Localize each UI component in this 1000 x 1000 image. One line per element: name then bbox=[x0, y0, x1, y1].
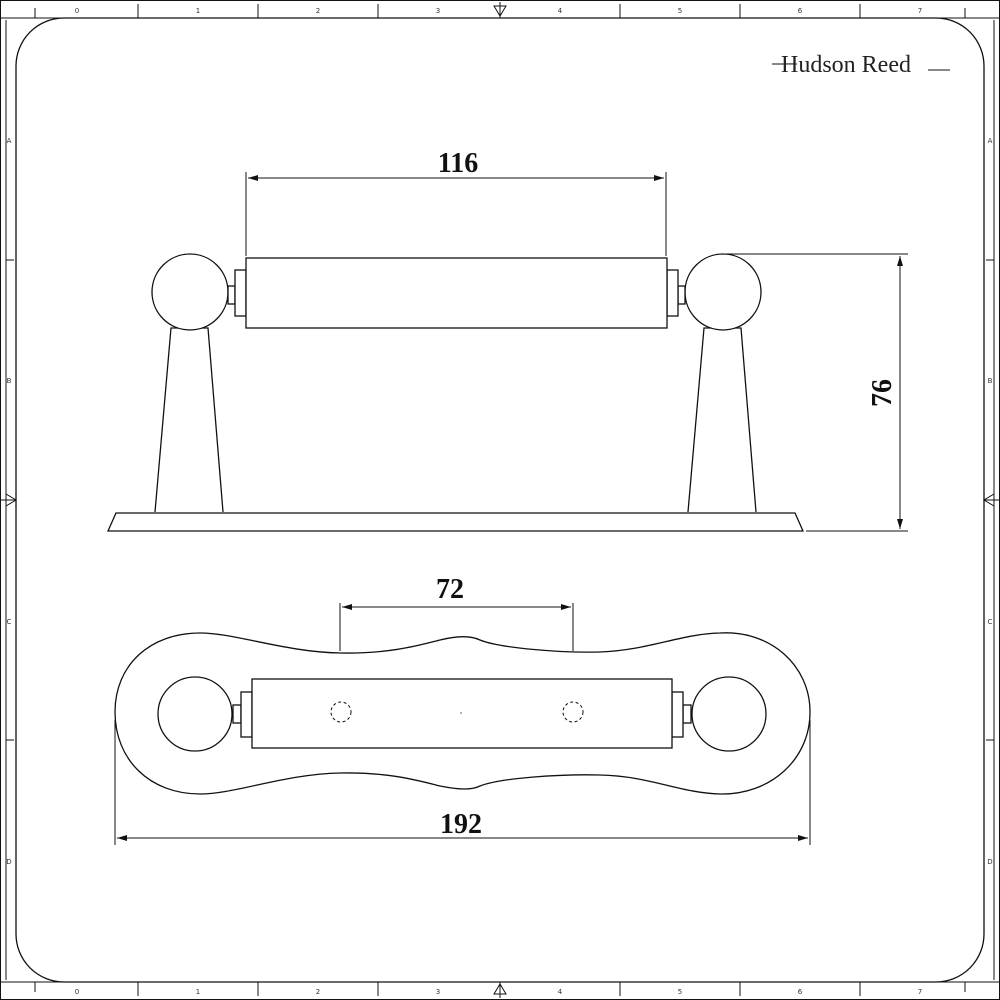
top-view: 72 192 bbox=[114, 574, 811, 845]
left-row-b: B bbox=[7, 377, 12, 385]
bottom-col-4: 4 bbox=[558, 988, 563, 996]
left-row-c: C bbox=[7, 618, 12, 626]
bottom-col-6: 6 bbox=[798, 988, 803, 996]
left-ball bbox=[151, 253, 229, 331]
dim-label-192: 192 bbox=[440, 809, 482, 840]
top-col-5: 5 bbox=[678, 7, 682, 15]
bottom-ruler: 0 1 2 3 4 5 6 7 bbox=[34, 982, 966, 998]
dim-label-116: 116 bbox=[438, 148, 478, 179]
left-row-a: A bbox=[7, 137, 12, 145]
right-ball bbox=[684, 253, 762, 331]
dim-label-76: 76 bbox=[867, 379, 898, 407]
left-fixing-hole bbox=[330, 701, 352, 723]
brand-name: Hudson Reed bbox=[781, 52, 911, 78]
top-col-1: 1 bbox=[196, 7, 200, 15]
side-bar bbox=[245, 257, 668, 329]
top-col-4: 4 bbox=[558, 7, 563, 15]
left-post bbox=[154, 327, 224, 513]
right-post bbox=[687, 327, 757, 513]
right-ruler: A B C D bbox=[983, 20, 1000, 980]
center-mark bbox=[460, 712, 462, 714]
dim-192: 192 bbox=[114, 720, 811, 845]
top-bar bbox=[251, 678, 673, 749]
right-row-b: B bbox=[988, 377, 993, 385]
bottom-col-1: 1 bbox=[196, 988, 200, 996]
rounded-border bbox=[15, 17, 985, 983]
top-ruler: 0 1 2 3 4 5 6 7 bbox=[34, 2, 966, 18]
right-row-d: D bbox=[987, 858, 992, 866]
top-col-6: 6 bbox=[798, 7, 803, 15]
top-col-7: 7 bbox=[918, 7, 922, 15]
bottom-col-0: 0 bbox=[75, 988, 79, 996]
bottom-col-2: 2 bbox=[316, 988, 320, 996]
side-view: 116 76 bbox=[106, 148, 908, 532]
dim-label-72: 72 bbox=[436, 574, 464, 605]
base-outline bbox=[114, 632, 811, 795]
bottom-col-3: 3 bbox=[436, 988, 440, 996]
left-ruler: A B C D bbox=[0, 20, 17, 980]
base-plate bbox=[106, 512, 805, 532]
bottom-col-7: 7 bbox=[918, 988, 922, 996]
left-row-d: D bbox=[6, 858, 11, 866]
right-fixing-hole bbox=[562, 701, 584, 723]
top-col-2: 2 bbox=[316, 7, 320, 15]
dim-116: 116 bbox=[245, 148, 667, 256]
top-col-0: 0 bbox=[75, 7, 79, 15]
dim-72: 72 bbox=[339, 574, 574, 651]
right-row-a: A bbox=[988, 137, 993, 145]
dim-76: 76 bbox=[725, 253, 908, 532]
right-mount-circle bbox=[691, 676, 767, 752]
bottom-col-5: 5 bbox=[678, 988, 682, 996]
right-row-c: C bbox=[988, 618, 993, 626]
brand-logo: Hudson Reed bbox=[772, 52, 950, 78]
left-mount-circle bbox=[157, 676, 233, 752]
top-col-3: 3 bbox=[436, 7, 440, 15]
